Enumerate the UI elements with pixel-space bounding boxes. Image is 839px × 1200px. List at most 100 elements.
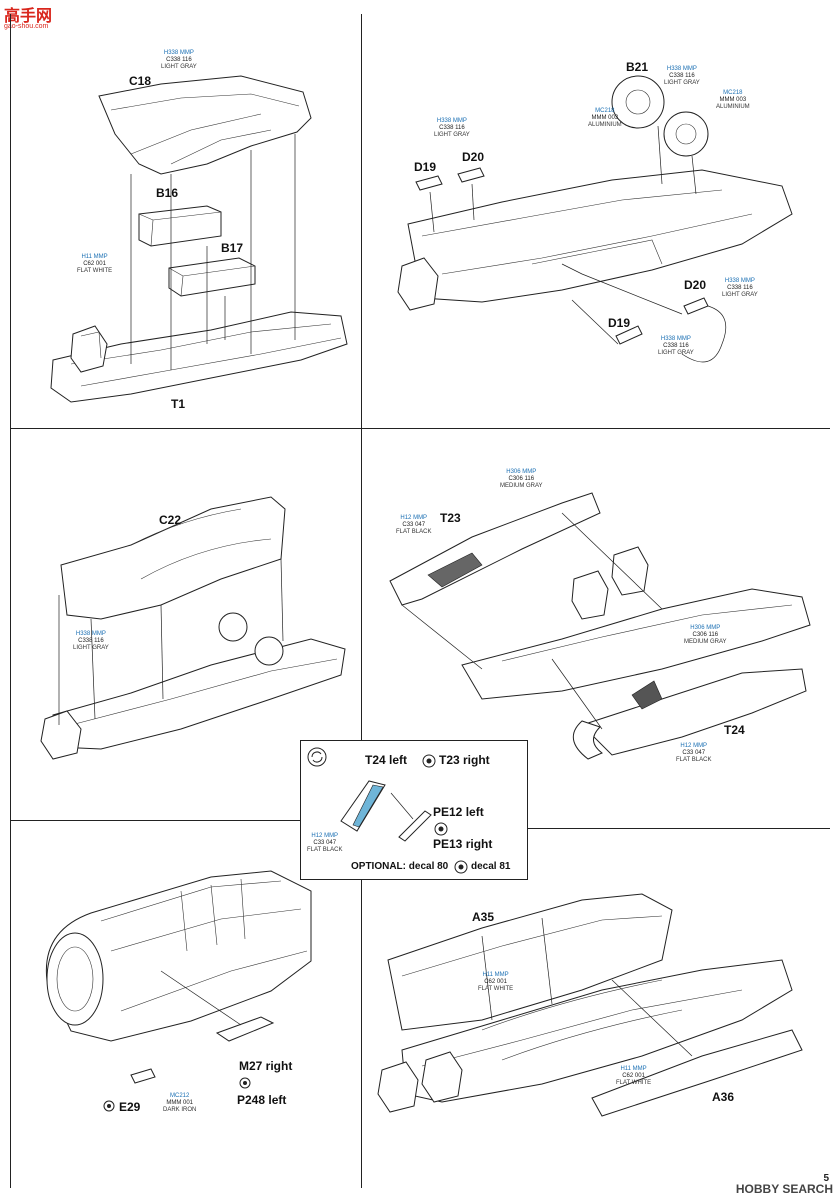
paint-color-name: MEDIUM GRAY [500, 483, 543, 489]
paint-code-secondary: C338 116 [78, 638, 104, 644]
paint-code-secondary: C338 116 [663, 343, 689, 349]
paint-code-primary: H12 MMP [311, 833, 339, 839]
paint-code-primary: H338 MMP [666, 66, 697, 72]
paint-code-secondary: C338 116 [669, 73, 695, 79]
paint-callout: H306 MMP C306 116 MEDIUM GRAY [500, 469, 543, 490]
part-label-d20: D20 [462, 150, 485, 164]
paint-color-name: LIGHT GRAY [658, 350, 694, 356]
part-label-p248: P248 left [237, 1093, 287, 1107]
site-logo-main: 高手网 [4, 8, 53, 25]
paint-callout: H338 MMP C338 116 LIGHT GRAY [664, 66, 700, 87]
part-label-a36: A36 [712, 1090, 735, 1104]
paint-code-primary: H338 MMP [436, 118, 467, 124]
paint-code-secondary: C338 116 [166, 57, 192, 63]
paint-color-name: LIGHT GRAY [664, 80, 700, 86]
part-label-t1: T1 [171, 397, 186, 411]
optional-drawing [307, 747, 468, 874]
paint-color-name: FLAT WHITE [77, 268, 113, 274]
paint-code-secondary: C306 116 [508, 476, 535, 482]
step-2-drawing [397, 75, 793, 363]
step-panel-4: T23 T24 H306 MMP C306 116 MEDIUM GRAY H1… [362, 429, 830, 827]
paint-callout: H12 MMP C33 047 FLAT BLACK [676, 743, 711, 764]
paint-color-name: LIGHT GRAY [73, 645, 109, 651]
part-label-d19: D19 [608, 316, 631, 330]
optional-decal-81: decal 81 [471, 861, 511, 872]
vertical-divider-top [361, 14, 362, 429]
part-label-c22: C22 [159, 513, 182, 527]
optional-pe13-right: PE13 right [433, 837, 493, 851]
paint-color-name: FLAT BLACK [396, 529, 432, 535]
paint-code-primary: MC218 [595, 108, 615, 114]
paint-code-primary: H12 MMP [400, 515, 428, 521]
paint-callout: H338 MMP C338 116 LIGHT GRAY [161, 50, 197, 71]
paint-callout: MC218 MMM 003 ALUMINIUM [716, 90, 750, 111]
part-label-a35: A35 [472, 910, 495, 924]
optional-pe12-left: PE12 left [433, 805, 484, 819]
paint-callout: H11 MMP C62 001 FLAT WHITE [616, 1066, 651, 1087]
paint-code-secondary: C62 001 [622, 1073, 645, 1079]
step-5-drawing [45, 870, 312, 1084]
step-1-drawing [50, 75, 348, 403]
step-3-drawing [40, 496, 346, 760]
paint-code-secondary: C33 047 [682, 750, 706, 756]
part-label-t24: T24 [724, 723, 745, 737]
paint-callout: H11 MMP C62 001 FLAT WHITE [478, 972, 513, 993]
paint-color-name: MEDIUM GRAY [684, 639, 727, 645]
rotate-view-icon [307, 747, 327, 767]
page-number: 5 [823, 1173, 829, 1184]
paint-callout: MC212 MMM 001 DARK IRON [163, 1093, 196, 1114]
paint-code-primary: H338 MMP [163, 50, 194, 56]
paint-color-name: DARK IRON [163, 1107, 197, 1113]
paint-callout: H12 MMP C33 047 FLAT BLACK [396, 515, 431, 536]
paint-code-secondary: MMM 003 [591, 115, 619, 121]
step-6-drawing [377, 893, 803, 1117]
paint-code-primary: H306 MMP [690, 625, 721, 631]
site-logo: 高手网 gao-shou.com [4, 2, 52, 30]
horizontal-divider-2b [526, 828, 830, 829]
flip-view-icon [454, 860, 468, 874]
paint-callout: H338 MMP C338 116 LIGHT GRAY [73, 631, 109, 652]
optional-decal-80: OPTIONAL: decal 80 [351, 861, 449, 872]
paint-code-primary: MC212 [170, 1093, 190, 1099]
step-panel-2: B21 D19 D20 D20 D19 H338 MMP C338 116 LI… [362, 14, 830, 428]
paint-color-name: FLAT BLACK [307, 847, 343, 853]
flip-view-icon [103, 1100, 115, 1112]
part-label-d19: D19 [414, 160, 437, 174]
paint-code-primary: H338 MMP [75, 631, 106, 637]
paint-callout: H11 MMP C62 001 FLAT WHITE [77, 254, 112, 275]
paint-code-primary: H338 MMP [724, 278, 755, 284]
optional-parts-box: T24 left T23 right PE12 left PE13 right … [300, 740, 528, 880]
paint-callout: H338 MMP C338 116 LIGHT GRAY [434, 118, 470, 139]
paint-color-name: LIGHT GRAY [434, 132, 470, 138]
optional-t24-left: T24 left [365, 753, 408, 767]
step-panel-5: M27 right P248 left E29 MC212 MMM 001 DA… [11, 821, 361, 1188]
vertical-divider-middle [361, 428, 362, 740]
part-label-m27: M27 right [239, 1059, 293, 1073]
flip-view-icon [422, 754, 436, 768]
part-label-t23: T23 [440, 511, 461, 525]
paint-code-primary: H11 MMP [81, 254, 108, 260]
paint-color-name: FLAT WHITE [478, 986, 514, 992]
paint-code-secondary: C306 116 [692, 632, 719, 638]
paint-color-name: ALUMINIUM [716, 104, 750, 110]
paint-code-secondary: C62 001 [83, 261, 106, 267]
paint-callout: MC218 MMM 003 ALUMINIUM [588, 108, 622, 129]
step-panel-1: C18 B16 B17 T1 H338 MMP C338 116 LIGHT G… [11, 14, 361, 428]
paint-code-secondary: MMM 003 [719, 97, 747, 103]
part-label-b17: B17 [221, 241, 244, 255]
step-panel-3: C22 H338 MMP C338 116 LIGHT GRAY [11, 429, 361, 819]
paint-code-primary: MC218 [723, 90, 743, 96]
paint-code-primary: H11 MMP [620, 1066, 647, 1072]
paint-code-secondary: C338 116 [727, 285, 753, 291]
part-label-e29: E29 [119, 1100, 141, 1114]
paint-code-secondary: C33 047 [402, 522, 426, 528]
paint-code-secondary: MMM 001 [166, 1100, 193, 1106]
paint-callout: H338 MMP C338 116 LIGHT GRAY [658, 336, 694, 357]
flip-view-icon [434, 822, 448, 836]
step-panel-6: A35 A36 H11 MMP C62 001 FLAT WHITE H11 M… [362, 880, 830, 1188]
optional-t23-right: T23 right [439, 753, 490, 767]
step-4-drawing [389, 492, 811, 760]
paint-code-secondary: C338 116 [439, 125, 465, 131]
paint-callout: H306 MMP C306 116 MEDIUM GRAY [684, 625, 727, 646]
